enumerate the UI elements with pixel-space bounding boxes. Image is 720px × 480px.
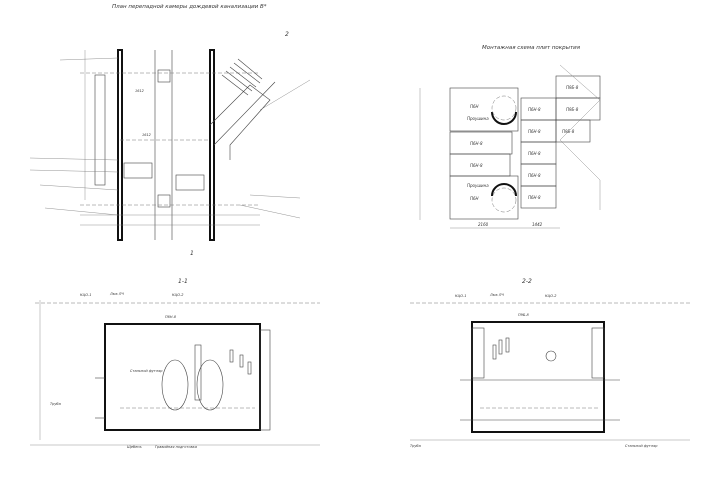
svg-text:Стальной футляр: Стальной футляр <box>130 369 163 373</box>
svg-text:П6Н-8: П6Н-8 <box>165 315 177 319</box>
section-1-1: 1-1 КЦО-1 Люк ЛЧ КЦО-2 П6Н-8 Стальной фу… <box>30 278 320 449</box>
section-2-2: 2-2 КЦО-1 Люк ЛЧ КЦО-2 П9Б-8 Труба Сталь… <box>410 278 690 448</box>
plan-title: План перепадной камеры дождевой канализа… <box>112 4 267 10</box>
chamber-plan: План перепадной камеры дождевой канализа… <box>29 4 311 257</box>
svg-text:П9Б-8: П9Б-8 <box>562 129 575 134</box>
svg-text:1: 1 <box>190 250 194 257</box>
svg-text:П6Н: П6Н <box>470 104 479 109</box>
svg-text:2: 2 <box>285 31 289 38</box>
svg-text:П6Н: П6Н <box>470 196 479 201</box>
svg-text:П6Н-8: П6Н-8 <box>528 129 541 134</box>
svg-text:Люк ЛЧ: Люк ЛЧ <box>489 293 504 297</box>
section-1-title: 1-1 <box>178 278 188 285</box>
svg-text:КЦО-2: КЦО-2 <box>545 294 557 298</box>
svg-text:П6Н-8: П6Н-8 <box>470 163 483 168</box>
svg-text:1442: 1442 <box>532 222 543 227</box>
svg-text:КЦО-2: КЦО-2 <box>172 293 184 297</box>
svg-text:П6Н-8: П6Н-8 <box>528 107 541 112</box>
slab-mounting-scheme: Монтажная схема плит покрытия П6Н Проуши… <box>419 45 601 229</box>
svg-text:Труба: Труба <box>410 444 421 448</box>
svg-text:Труба: Труба <box>50 402 61 406</box>
svg-text:П9Б-8: П9Б-8 <box>518 313 530 317</box>
svg-text:Проушина: Проушина <box>467 183 489 188</box>
section-2-title: 2-2 <box>522 278 532 285</box>
svg-text:2160: 2160 <box>478 222 489 227</box>
slab-scheme-title: Монтажная схема плит покрытия <box>482 45 581 51</box>
svg-text:КЦО-1: КЦО-1 <box>80 293 91 297</box>
svg-text:П6Н-8: П6Н-8 <box>528 195 541 200</box>
svg-text:П9Б-8: П9Б-8 <box>566 85 579 90</box>
svg-text:Гравийная подготовка: Гравийная подготовка <box>155 445 197 449</box>
svg-text:КЦО-1: КЦО-1 <box>455 294 466 298</box>
svg-text:Проушина: Проушина <box>467 116 489 121</box>
svg-text:П9Б-8: П9Б-8 <box>566 107 579 112</box>
svg-text:П6Н-8: П6Н-8 <box>470 141 483 146</box>
svg-text:Стальной футляр: Стальной футляр <box>625 444 658 448</box>
svg-text:Щебень: Щебень <box>127 445 142 449</box>
svg-text:П6Н-8: П6Н-8 <box>528 173 541 178</box>
svg-text:Люк ЛЧ: Люк ЛЧ <box>109 292 124 296</box>
svg-text:1612: 1612 <box>142 133 152 137</box>
svg-text:1612: 1612 <box>135 89 145 93</box>
svg-text:П6Н-8: П6Н-8 <box>528 151 541 156</box>
